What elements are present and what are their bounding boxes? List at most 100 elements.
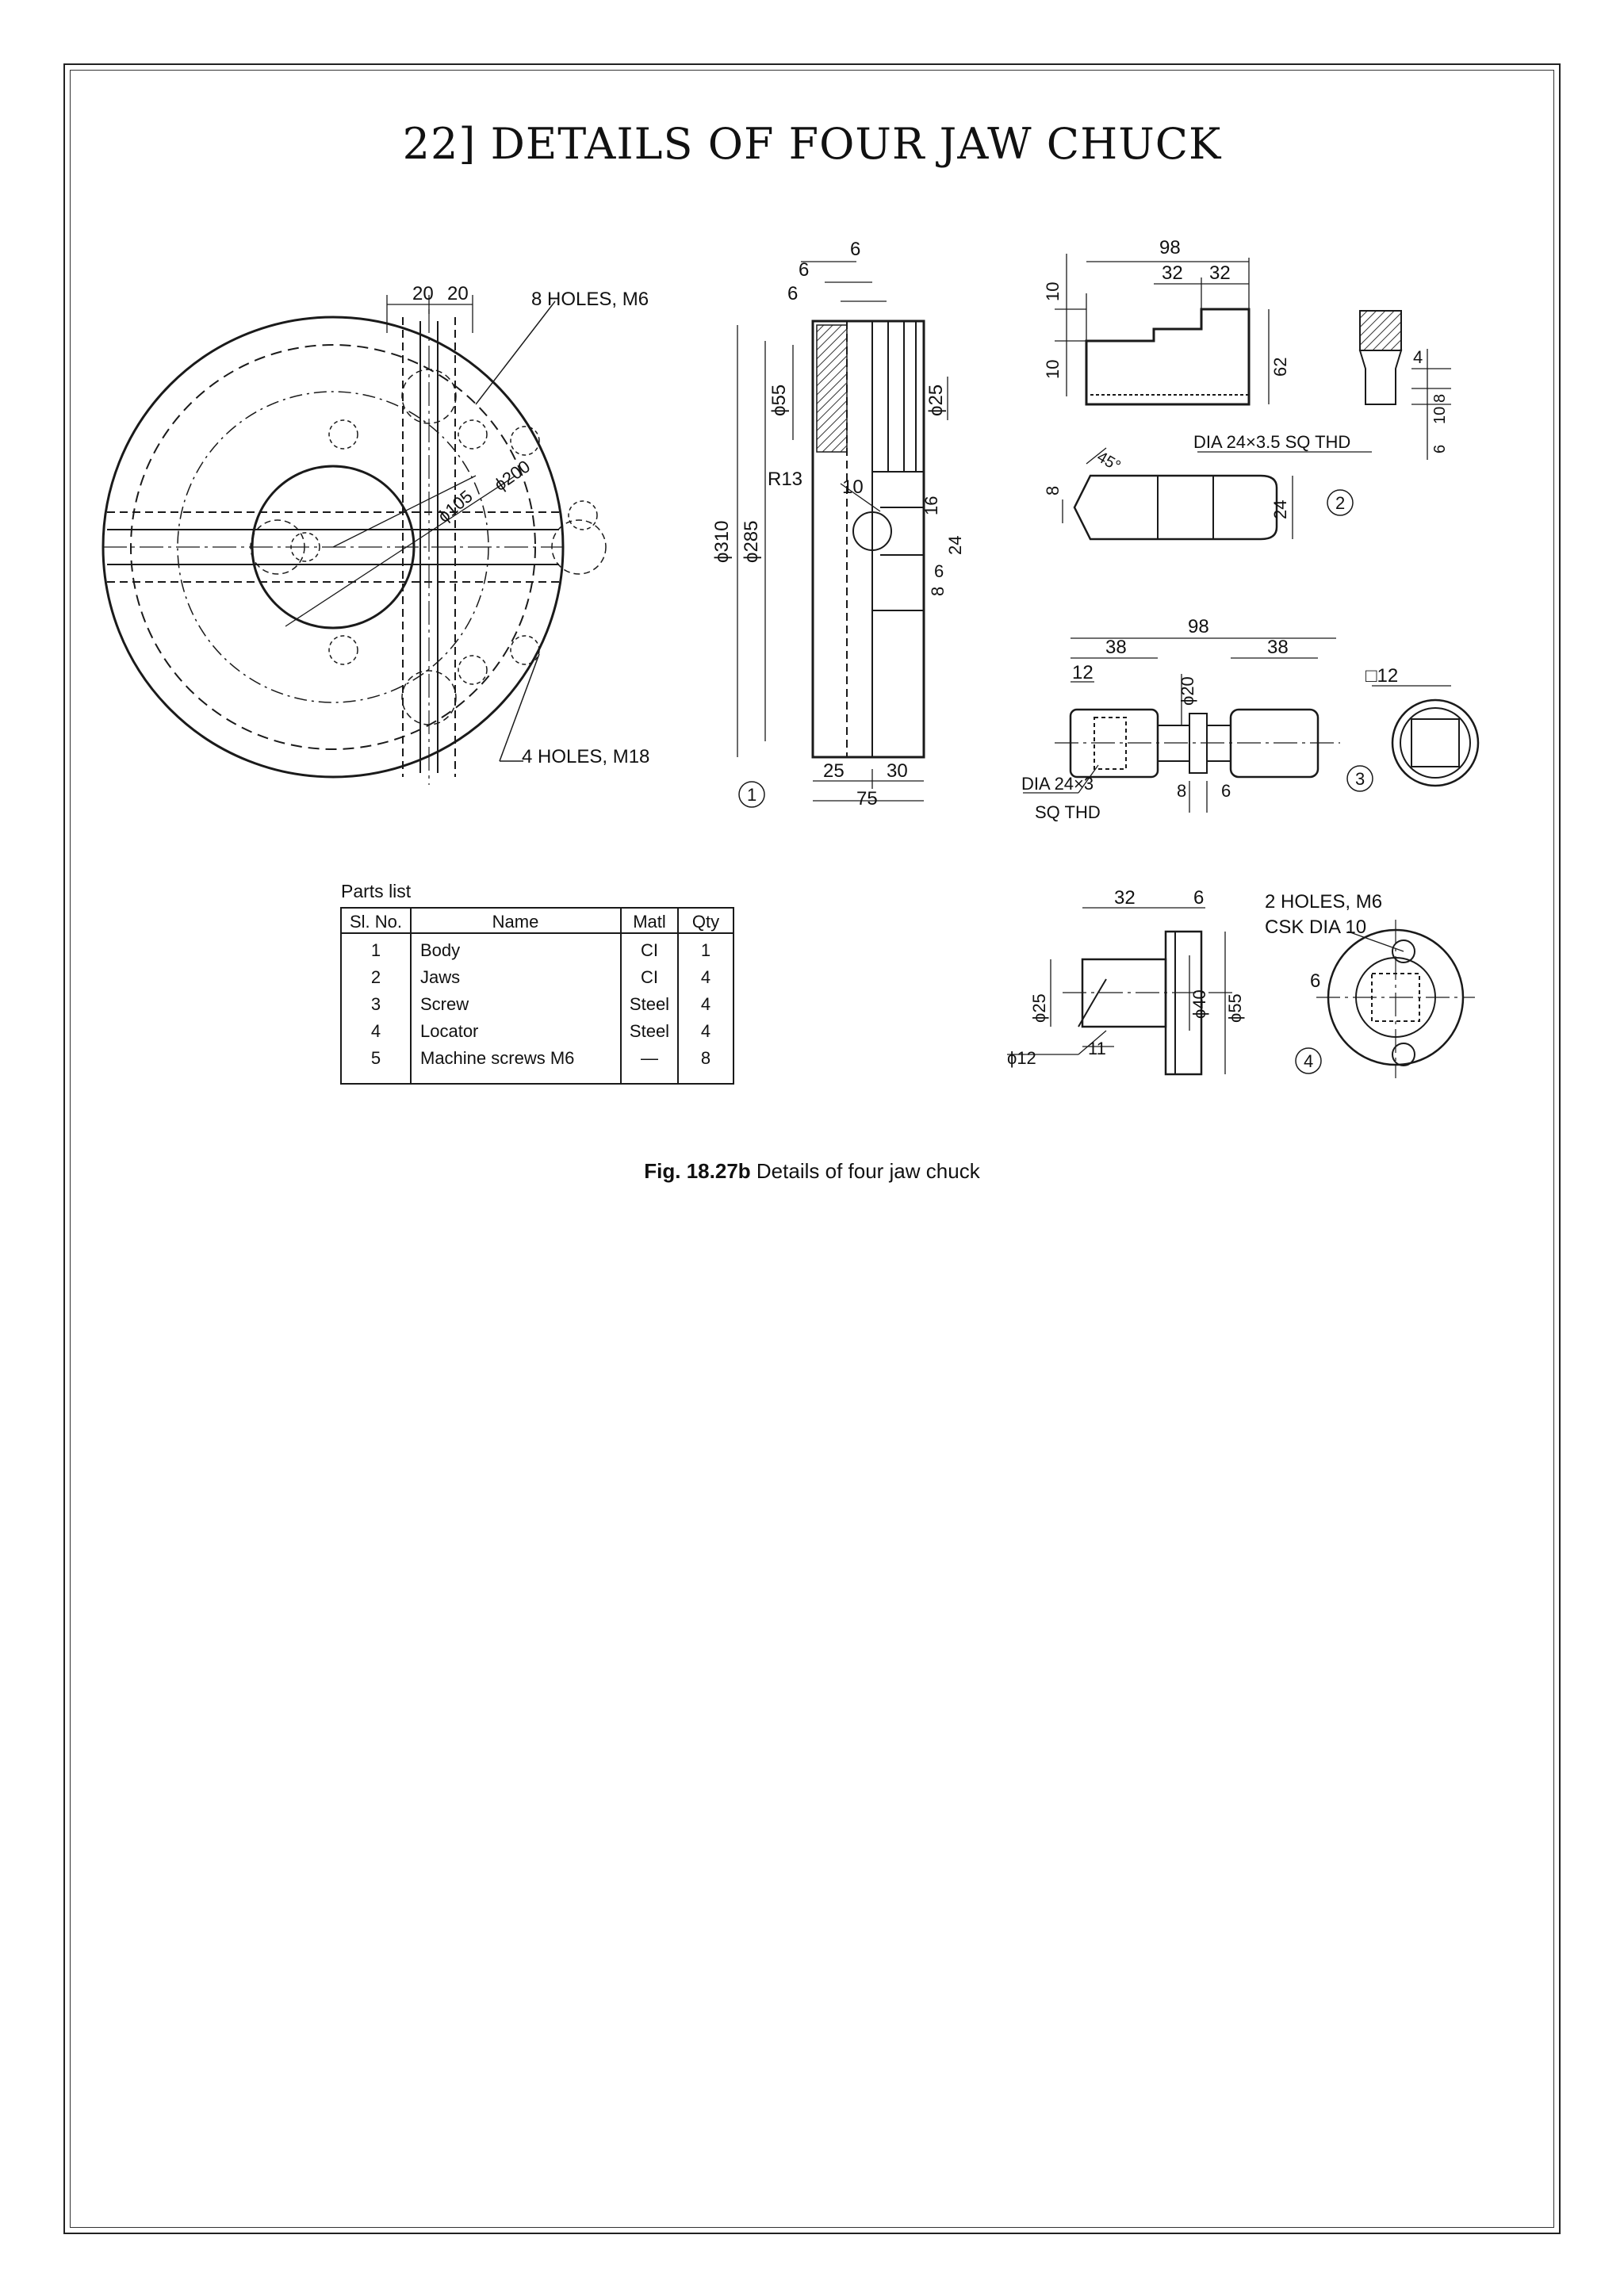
dim-body-r13: R13: [768, 469, 802, 490]
dim-screw-38b: 38: [1267, 637, 1289, 658]
parts-list-cell: 4: [701, 1021, 710, 1041]
dim-jaw-98: 98: [1159, 237, 1181, 258]
parts-list-cell: Machine screws M6: [420, 1048, 574, 1068]
parts-list-cell: 8: [701, 1048, 710, 1068]
parts-list-cell: 4: [371, 1021, 381, 1041]
parts-list-cell: 4: [701, 994, 710, 1014]
dim-jaw-32b: 32: [1209, 262, 1231, 284]
dim-jaw-4: 4: [1413, 347, 1423, 367]
view-screw: [1023, 637, 1480, 813]
dim-jaw-8b: 8: [1043, 486, 1063, 496]
part-marker-4-number: 4: [1304, 1051, 1313, 1071]
dim-body-25: 25: [823, 760, 845, 782]
dim-jaw-32a: 32: [1162, 262, 1183, 284]
dim-20-right: 20: [447, 283, 469, 304]
part-marker-1-number: 1: [747, 785, 756, 805]
figure-caption-label: Fig. 18.27b: [644, 1159, 751, 1183]
view-chuck-front: [102, 295, 607, 785]
view-locator: [1007, 907, 1475, 1078]
dim-locator-32: 32: [1114, 887, 1136, 909]
dim-body-6c: 6: [787, 283, 798, 304]
part-marker-4: [1295, 1047, 1322, 1074]
page-border-outer: [63, 63, 1561, 2234]
dim-body-phi55: ϕ55: [768, 385, 790, 416]
dim-body-6: 6: [934, 561, 944, 581]
parts-list-header: Sl. No.: [350, 912, 402, 932]
dim-jaw-62: 62: [1270, 358, 1290, 377]
dim-screw-12: 12: [1072, 662, 1094, 683]
dim-body-6b: 6: [799, 259, 809, 281]
dim-locator-phi55: ϕ55: [1225, 993, 1245, 1023]
dim-body-phi285: ϕ285: [741, 521, 762, 563]
dim-body-24: 24: [945, 536, 965, 555]
dim-jaw-24: 24: [1270, 500, 1290, 519]
figure-caption: Fig. 18.27b Details of four jaw chuck: [0, 1159, 1624, 1184]
label-jaw-thread: DIA 24×3.5 SQ THD: [1193, 432, 1350, 452]
parts-list-cell: 4: [701, 967, 710, 987]
parts-list-cell: CI: [641, 967, 658, 987]
dim-body-phi25: ϕ25: [925, 385, 947, 416]
parts-list-cell: Locator: [420, 1021, 478, 1041]
part-marker-1: [738, 781, 765, 808]
dim-locator-6b: 6: [1310, 970, 1320, 992]
dim-jaw-10: 10: [1431, 407, 1449, 424]
parts-list-cell: 5: [371, 1048, 381, 1068]
label-locator-holes-2: CSK DIA 10: [1265, 916, 1366, 938]
parts-list-cell: Body: [420, 940, 460, 960]
view-body-side-section: [737, 261, 948, 802]
figure-caption-text: Details of four jaw chuck: [756, 1159, 980, 1183]
parts-list-cell: 1: [701, 940, 710, 960]
parts-list-cell: —: [641, 1048, 658, 1068]
label-screw-thread-2: SQ THD: [1035, 802, 1101, 822]
dim-20-left: 20: [412, 283, 434, 304]
dim-body-30: 30: [887, 760, 908, 782]
dim-screw-98: 98: [1188, 616, 1209, 637]
dim-body-phi310: ϕ310: [711, 521, 733, 563]
part-marker-3-number: 3: [1355, 769, 1365, 789]
parts-list-header: Matl: [633, 912, 666, 932]
parts-list-cell: Screw: [420, 994, 469, 1014]
parts-list-cell: Steel: [630, 994, 669, 1014]
label-8-holes-m6: 8 HOLES, M6: [531, 289, 649, 310]
dim-locator-phi12: ϕ12: [1007, 1048, 1036, 1068]
dim-body-8: 8: [928, 587, 948, 596]
parts-list-header: Qty: [692, 912, 719, 932]
part-marker-2: [1327, 489, 1354, 516]
parts-list-header: Name: [492, 912, 539, 932]
parts-list-cell: Jaws: [420, 967, 460, 987]
parts-list-cell: 2: [371, 967, 381, 987]
dim-body-16: 16: [921, 496, 941, 515]
dim-jaw-10a: 10: [1043, 282, 1063, 301]
dim-body-10: 10: [842, 476, 864, 498]
part-marker-2-number: 2: [1335, 493, 1345, 513]
part-marker-3: [1346, 765, 1373, 792]
dim-jaw-45deg: 45°: [1094, 448, 1124, 475]
dim-jaw-6: 6: [1431, 445, 1449, 453]
label-4-holes-m18: 4 HOLES, M18: [522, 746, 649, 767]
dim-locator-phi40: ϕ40: [1189, 989, 1209, 1019]
dim-body-6a: 6: [850, 239, 860, 260]
dim-screw-phi20: ϕ20: [1178, 676, 1197, 706]
view-jaw: [1055, 254, 1451, 541]
parts-list-title: Parts list: [341, 881, 412, 901]
dim-jaw-10b: 10: [1043, 360, 1063, 379]
dim-jaw-8: 8: [1431, 394, 1449, 403]
dim-screw-8: 8: [1177, 781, 1186, 801]
label-locator-holes-1: 2 HOLES, M6: [1265, 891, 1382, 913]
dim-screw-6: 6: [1221, 781, 1231, 801]
parts-list-cell: Steel: [630, 1021, 669, 1041]
dim-locator-6: 6: [1193, 887, 1204, 909]
page-border-inner: [70, 70, 1554, 2228]
parts-list-cell: CI: [641, 940, 658, 960]
parts-list-cell: 3: [371, 994, 381, 1014]
dim-screw-38a: 38: [1105, 637, 1127, 658]
parts-list-cell: 1: [371, 940, 381, 960]
dim-locator-11: 11: [1088, 1039, 1106, 1058]
label-screw-thread-1: DIA 24×3: [1021, 774, 1094, 794]
dim-locator-phi25: ϕ25: [1029, 993, 1049, 1023]
page-title: 22] DETAILS OF FOUR JAW CHUCK: [402, 119, 1222, 169]
dim-body-75: 75: [856, 788, 878, 809]
dim-screw-sq12: □12: [1365, 665, 1398, 687]
